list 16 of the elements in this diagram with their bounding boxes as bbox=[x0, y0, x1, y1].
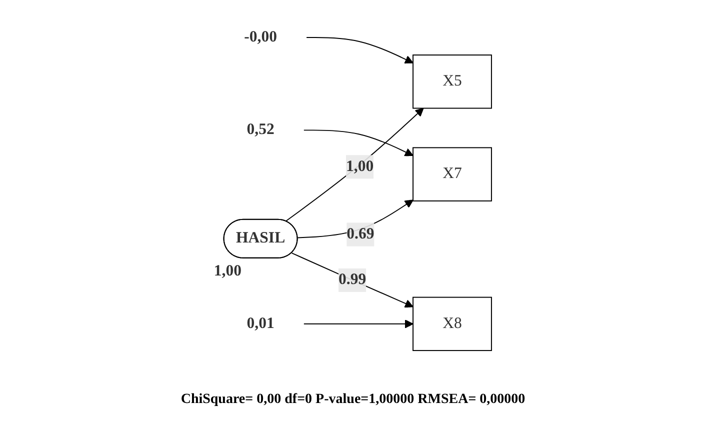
arrow bbox=[303, 129, 414, 156]
node-box: X5 bbox=[412, 54, 492, 108]
arrow bbox=[306, 36, 414, 63]
node-box: X8 bbox=[412, 296, 492, 351]
node-text: 0,52 bbox=[246, 120, 274, 138]
node-text: 0,01 bbox=[246, 314, 274, 332]
variance-value: 1,00 bbox=[214, 262, 242, 280]
node-box: X7 bbox=[412, 146, 492, 201]
edge-label: 1,00 bbox=[346, 158, 374, 174]
edge-label: 0.99 bbox=[338, 270, 366, 288]
arrow bbox=[285, 107, 424, 222]
fit-statistics-caption: ChiSquare= 0,00 df=0 P-value=1,00000 RMSEA= 0,00000 bbox=[180, 392, 526, 407]
node-text: -0,00 bbox=[244, 28, 277, 45]
edge-label: 0.69 bbox=[346, 225, 374, 242]
arrow bbox=[291, 252, 414, 308]
arrow bbox=[303, 319, 414, 328]
